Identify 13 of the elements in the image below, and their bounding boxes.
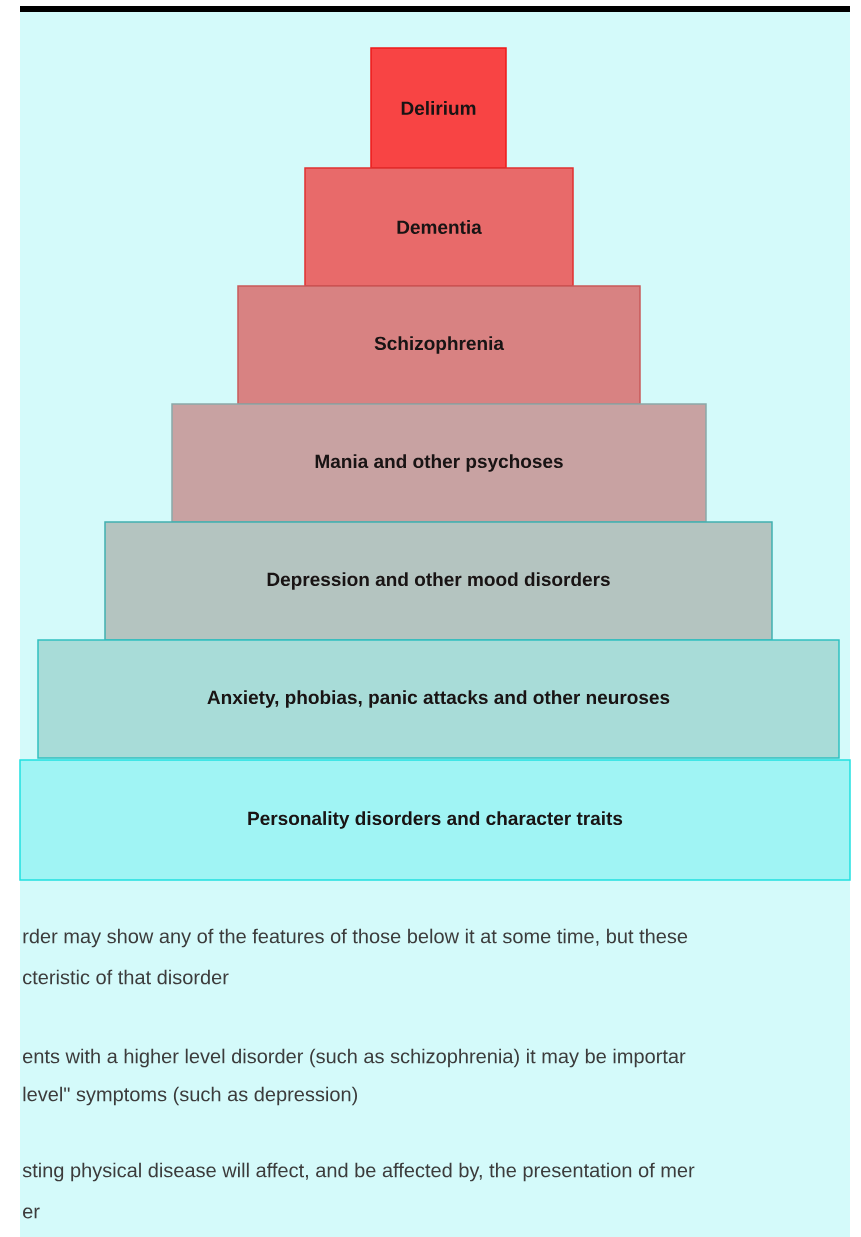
note-text: rder may show any of the features of those below it at some time, but these (23, 928, 688, 948)
pyramid-level: Schizophrenia (237, 285, 641, 405)
pyramid-level: Dementia (304, 167, 574, 287)
pyramid-level: Depression and other mood disorders (104, 521, 773, 641)
note-text: er (23, 1207, 40, 1219)
note-text: level" symptoms (such as depression) (23, 1086, 357, 1106)
note-text: ents with a higher level disorder (such as schizophrenia) it may be importar (23, 1048, 686, 1068)
pyramid-level: Mania and other psychoses (171, 403, 707, 523)
note-text: cteristic of that disorder (23, 969, 229, 985)
note-text: sting physical disease will affect, and be affected by, the presentation of mer (22, 1162, 695, 1182)
pyramid-level: Anxiety, phobias, panic attacks and other neuroses (37, 639, 840, 759)
pyramid-level: Personality disorders and character traits (19, 759, 851, 881)
pyramid-level: Delirium (370, 47, 507, 169)
